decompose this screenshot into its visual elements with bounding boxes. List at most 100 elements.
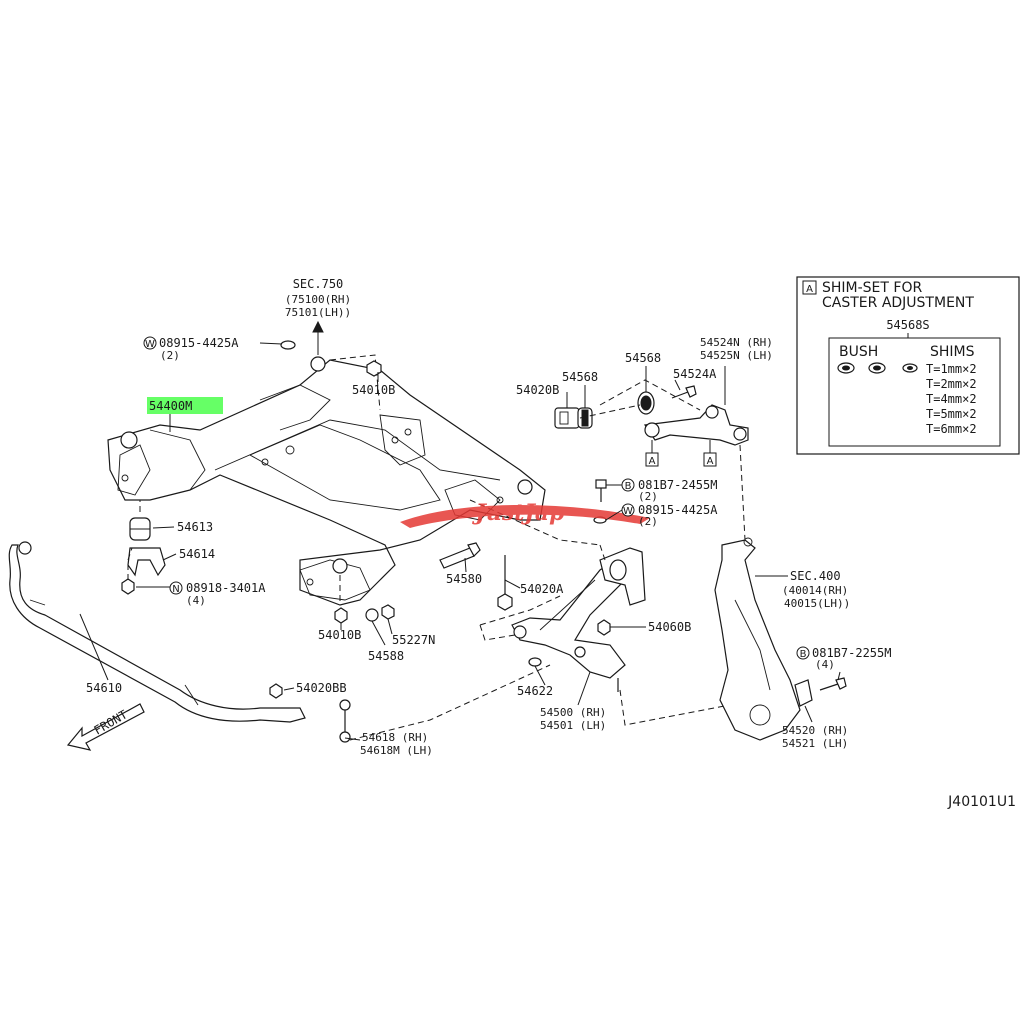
label-40014-rh: (40014(RH) bbox=[782, 584, 848, 597]
label-b-081b7-mid: B 081B7-2455M (2) bbox=[621, 478, 717, 503]
nut-54010b-bottom bbox=[334, 607, 348, 624]
label-54400m: 54400M bbox=[149, 399, 192, 413]
label-54501-lh: 54501 (LH) bbox=[540, 719, 606, 732]
shim-item: T=4mm×2 bbox=[926, 392, 977, 406]
label-54521-lh: 54521 (LH) bbox=[782, 737, 848, 750]
shim-box-title-2: CASTER ADJUSTMENT bbox=[822, 295, 974, 311]
svg-text:081B7-2255M: 081B7-2255M bbox=[812, 646, 891, 660]
label-54622: 54622 bbox=[517, 684, 553, 698]
label-54020a: 54020A bbox=[520, 582, 564, 596]
diagram-code: J40101U1 bbox=[947, 794, 1016, 810]
label-b-081b7-bottom: B 081B7-2255M (4) bbox=[796, 646, 891, 671]
bolt-081b7-bottom bbox=[819, 677, 847, 691]
label-w-08915-top: W 08915-4425A (2) bbox=[143, 336, 239, 362]
marker-a-left: A bbox=[645, 452, 659, 467]
bracket-54520 bbox=[794, 679, 813, 707]
nut-55227n bbox=[381, 604, 395, 620]
marker-a-right: A bbox=[703, 452, 717, 467]
shim-box-bush-header: BUSH bbox=[839, 344, 878, 360]
svg-text:W: W bbox=[145, 339, 155, 350]
shim-item: T=5mm×2 bbox=[926, 407, 977, 421]
bolt-54580 bbox=[439, 542, 481, 569]
upper-control-arm bbox=[643, 404, 749, 446]
front-arrow-icon bbox=[66, 703, 145, 751]
svg-text:08918-3401A: 08918-3401A bbox=[186, 581, 266, 595]
label-54010b-top: 54010B bbox=[352, 383, 395, 397]
leader-lines bbox=[79, 342, 841, 741]
bush-icons bbox=[837, 362, 918, 374]
shim-box-shims-header: SHIMS bbox=[930, 344, 975, 360]
washer-54622 bbox=[528, 657, 542, 667]
label-54613: 54613 bbox=[177, 520, 213, 534]
steering-knuckle bbox=[714, 537, 801, 741]
bushing-54568-b bbox=[637, 391, 655, 415]
label-54618m-lh: 54618M (LH) bbox=[360, 744, 433, 757]
label-54588: 54588 bbox=[368, 649, 404, 663]
bolt-54524a bbox=[671, 385, 697, 399]
svg-text:(2): (2) bbox=[160, 349, 180, 362]
bushing-54613 bbox=[129, 517, 151, 541]
label-54520-rh: 54520 (RH) bbox=[782, 724, 848, 737]
nut-54010b-top bbox=[366, 360, 382, 377]
clamp-54614 bbox=[127, 547, 166, 577]
label-75101-lh: 75101(LH)) bbox=[285, 306, 351, 319]
svg-text:08915-4425A: 08915-4425A bbox=[638, 503, 718, 517]
label-54524a: 54524A bbox=[673, 367, 717, 381]
washer-54588 bbox=[365, 608, 379, 622]
shim-box-title-1: SHIM-SET FOR bbox=[822, 280, 922, 296]
shim-list: T=1mm×2T=2mm×2T=4mm×2T=5mm×2T=6mm×2 bbox=[926, 362, 977, 436]
label-54614: 54614 bbox=[179, 547, 215, 561]
label-54020b: 54020B bbox=[516, 383, 559, 397]
label-54010b-bottom: 54010B bbox=[318, 628, 361, 642]
label-40015-lh: 40015(LH)) bbox=[784, 597, 850, 610]
svg-text:B: B bbox=[800, 649, 807, 660]
nut-08918 bbox=[121, 578, 135, 595]
bolt-54020a bbox=[497, 555, 513, 611]
svg-text:08915-4425A: 08915-4425A bbox=[159, 336, 239, 350]
label-54618-rh: 54618 (RH) bbox=[362, 731, 428, 744]
shim-item: T=6mm×2 bbox=[926, 422, 977, 436]
bolt-081b7-mid bbox=[595, 479, 607, 502]
svg-text:(4): (4) bbox=[815, 658, 835, 671]
nut-54060b bbox=[597, 619, 611, 636]
front-suspension-member bbox=[107, 354, 546, 606]
bushing-54020b bbox=[554, 407, 580, 429]
label-54568-a: 54568 bbox=[562, 370, 598, 384]
labels: SEC.750 (75100(RH) 75101(LH)) W 08915-44… bbox=[86, 277, 1016, 810]
svg-text:A: A bbox=[707, 456, 714, 467]
label-54568-b: 54568 bbox=[625, 351, 661, 365]
watermark-logo: JustJap bbox=[400, 500, 650, 528]
bushing-54568-a bbox=[577, 407, 593, 429]
label-75100-rh: (75100(RH) bbox=[285, 293, 351, 306]
shim-set-box: A SHIM-SET FOR CASTER ADJUSTMENT 54568S … bbox=[796, 276, 1020, 455]
stabilizer-link bbox=[269, 683, 351, 743]
label-54610: 54610 bbox=[86, 681, 122, 695]
label-sec400: SEC.400 bbox=[790, 569, 841, 583]
svg-text:A: A bbox=[649, 456, 656, 467]
shim-box-marker: A bbox=[806, 284, 813, 295]
label-n-08918: N 08918-3401A (4) bbox=[169, 581, 266, 607]
shim-item: T=1mm×2 bbox=[926, 362, 977, 376]
label-front: FRONT bbox=[92, 707, 130, 737]
svg-text:JustJap: JustJap bbox=[472, 500, 566, 526]
label-54500-rh: 54500 (RH) bbox=[540, 706, 606, 719]
svg-text:W: W bbox=[623, 506, 633, 517]
up-arrow-icon bbox=[312, 320, 324, 355]
svg-text:081B7-2455M: 081B7-2455M bbox=[638, 478, 717, 492]
label-54525n-lh: 54525N (LH) bbox=[700, 349, 773, 362]
svg-text:N: N bbox=[172, 584, 179, 595]
label-sec750: SEC.750 bbox=[293, 277, 344, 291]
label-55227n: 55227N bbox=[392, 633, 435, 647]
lower-control-arm bbox=[511, 559, 631, 692]
shim-box-part-number: 54568S bbox=[886, 318, 929, 332]
svg-text:B: B bbox=[625, 481, 632, 492]
washer-08915-top bbox=[280, 340, 296, 350]
svg-text:(4): (4) bbox=[186, 594, 206, 607]
label-54020bb: 54020BB bbox=[296, 681, 347, 695]
svg-text:(2): (2) bbox=[638, 515, 658, 528]
svg-text:(2): (2) bbox=[638, 490, 658, 503]
stabilizer-bar bbox=[8, 541, 306, 723]
label-54060b: 54060B bbox=[648, 620, 691, 634]
